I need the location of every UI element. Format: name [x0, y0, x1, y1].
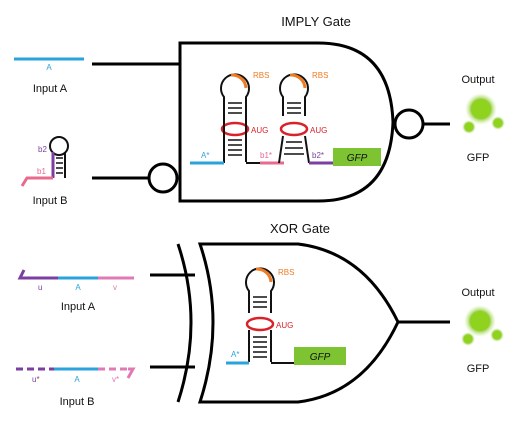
xor-input-b-strand	[16, 367, 136, 379]
imply-rbs1-label: RBS	[253, 71, 269, 80]
imply-input-a-caption: Input A	[33, 83, 68, 95]
imply-gfp-label: GFP	[347, 153, 368, 164]
xor-b-a-label: A	[74, 375, 80, 384]
imply-b2-star-label: b2*	[312, 151, 324, 160]
imply-b1-label: b1	[37, 167, 46, 176]
xor-gate-body	[197, 242, 400, 404]
xor-a-a-label: A	[75, 283, 81, 292]
imply-b2-label: b2	[38, 145, 47, 154]
imply-input-b-caption: Input B	[33, 195, 68, 207]
xor-gfp-label: GFP	[310, 352, 331, 363]
imply-b1-star-label: b1*	[260, 151, 272, 160]
xor-input-a-strand	[17, 269, 134, 280]
xor-a-v-label: v	[113, 283, 117, 292]
xor-input-b-caption: Input B	[60, 396, 95, 408]
imply-inverter-bubble	[147, 162, 179, 194]
imply-aug2-label: AUG	[310, 126, 327, 135]
xor-gate-title: XOR Gate	[270, 221, 330, 236]
imply-output-bubble	[393, 108, 425, 140]
xor-output-caption: GFP	[467, 363, 490, 375]
xor-aug-label: AUG	[276, 321, 293, 330]
xor-toehold-switch	[226, 267, 346, 365]
xor-gfp-glow	[461, 305, 504, 346]
imply-rbs2-label: RBS	[312, 71, 328, 80]
imply-output-caption: GFP	[467, 152, 490, 164]
imply-output-title: Output	[461, 74, 494, 86]
xor-b-v-star-label: v*	[112, 375, 119, 384]
imply-toehold-switch	[190, 73, 381, 166]
imply-gfp-box	[333, 148, 381, 166]
xor-gfp-box	[294, 347, 346, 365]
xor-rbs-label: RBS	[278, 268, 294, 277]
imply-gate-body	[178, 41, 395, 203]
xor-b-u-star-label: u*	[32, 375, 40, 384]
imply-gfp-glow	[462, 93, 505, 134]
xor-back-curve	[176, 243, 193, 403]
imply-aug1-label: AUG	[251, 126, 268, 135]
imply-gate-title: IMPLY Gate	[281, 14, 351, 29]
imply-input-b-hairpin	[20, 136, 69, 187]
xor-input-a-caption: Input A	[61, 301, 96, 313]
xor-a-u-label: u	[38, 283, 42, 292]
xor-output-title: Output	[461, 287, 494, 299]
imply-a-star-label: A*	[201, 151, 209, 160]
xor-a-star-label: A*	[231, 350, 239, 359]
imply-input-a-strand-label: A	[46, 63, 52, 72]
